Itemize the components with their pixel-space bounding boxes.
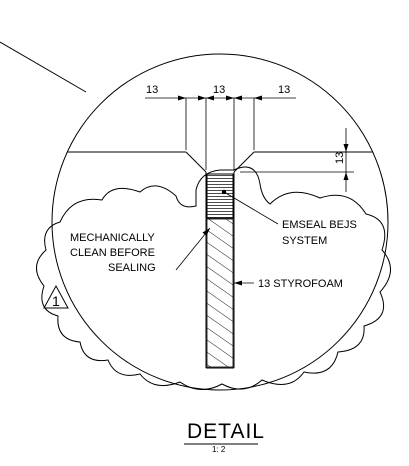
- dim-left-label: 13: [146, 84, 158, 96]
- clean-label-line3: SEALING: [108, 262, 156, 274]
- detail-circle: [51, 53, 389, 391]
- styrofoam-filler: [206, 218, 234, 368]
- clean-label-line2: CLEAN BEFORE: [70, 247, 155, 259]
- emseal-leader: [223, 191, 279, 225]
- dim-vertical-label: 13: [334, 152, 346, 164]
- dim-center-label: 13: [213, 84, 225, 96]
- revision-number: 1: [52, 293, 60, 309]
- emseal-seal: [206, 173, 234, 219]
- clean-label-line1: MECHANICALLY: [70, 232, 155, 244]
- styrofoam-leader: [234, 280, 254, 286]
- dimension-extensions: [185, 98, 354, 173]
- emseal-label-line2: SYSTEM: [282, 235, 327, 247]
- styrofoam-label: 13 STYROFOAM: [258, 278, 343, 290]
- vertical-dimension: 13: [334, 128, 349, 192]
- horizontal-dimension: 13 13 13: [145, 84, 296, 101]
- clean-leader: [175, 227, 211, 271]
- revision-triangle: 1: [43, 284, 69, 309]
- emseal-label-line1: EMSEAL BEJS: [282, 219, 357, 231]
- revision-cloud: [36, 166, 391, 390]
- detail-title: DETAIL: [187, 420, 265, 443]
- detail-scale: 1: 2: [212, 445, 226, 454]
- dim-right-label: 13: [278, 84, 290, 96]
- detail-leader-line: [0, 41, 87, 93]
